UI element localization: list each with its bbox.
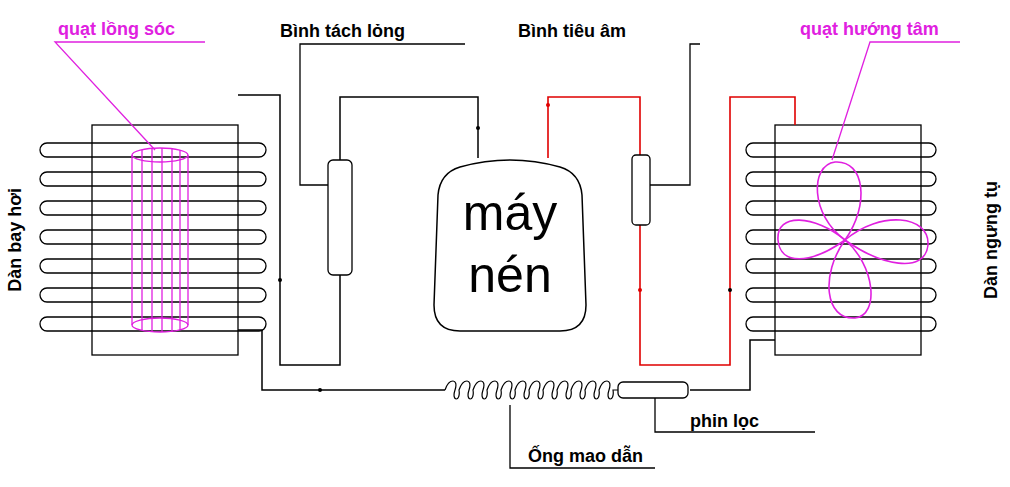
- fan-label: quạt hướng tâm: [800, 19, 939, 39]
- coil-tube: [40, 201, 266, 215]
- label-holder: Bình tiêu âm: [518, 22, 626, 42]
- squirrel-cage-fan: [132, 148, 188, 332]
- coil-tube: [40, 259, 266, 273]
- suction-pipes: [238, 95, 775, 390]
- label-holder: quạt lồng sóc: [58, 20, 175, 40]
- coil-tube: [40, 143, 266, 157]
- evaporator-housing: [92, 125, 238, 355]
- condenser-housing: [775, 125, 921, 355]
- label-holder: Bình tách lỏng: [280, 22, 405, 42]
- compressor: máy nén: [430, 155, 590, 333]
- compressor-label: máy nén: [450, 182, 570, 307]
- part-label: Bình tách lỏng: [280, 21, 405, 41]
- part-label: Dàn ngưng tụ: [981, 181, 1001, 299]
- filter-drier: [618, 382, 688, 398]
- leader-lines: [300, 44, 815, 468]
- muffler: [632, 155, 650, 225]
- joint-dots: [278, 126, 732, 392]
- part-label: Bình tiêu âm: [518, 21, 626, 41]
- fan-label: quạt lồng sóc: [58, 19, 175, 39]
- compressor-shape: [430, 155, 590, 333]
- discharge-pipes: [548, 97, 795, 365]
- part-label: Dàn bay hơi: [5, 188, 25, 292]
- label-holder: phin lọc: [690, 412, 759, 432]
- label-holder: Ống mao dẫn: [528, 447, 643, 467]
- label-holder: Dàn bay hơi: [6, 188, 26, 292]
- coil-tube: [40, 230, 266, 244]
- coil-tube: [40, 317, 266, 331]
- part-label: phin lọc: [690, 411, 759, 431]
- capillary-tube: [445, 381, 618, 399]
- liquid-separator: [328, 160, 352, 275]
- label-holder: Dàn ngưng tụ: [982, 181, 1002, 299]
- coil-tube: [40, 172, 266, 186]
- axial-fan: [778, 162, 928, 318]
- fan-leaders: [55, 42, 960, 160]
- part-label: Ống mao dẫn: [528, 446, 643, 466]
- coil-tube: [40, 288, 266, 302]
- label-holder: quạt hướng tâm: [800, 20, 939, 40]
